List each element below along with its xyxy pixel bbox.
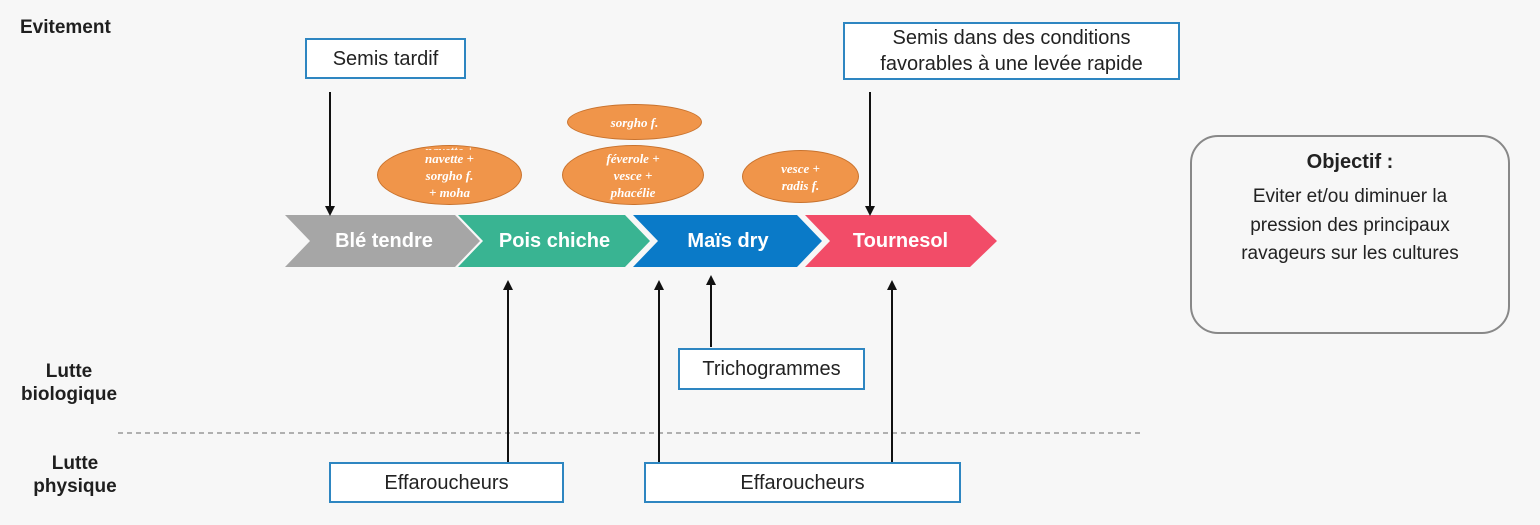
effaroucheurs-box-2: Effaroucheurs: [644, 462, 961, 503]
cover-ble-line2: navette +: [425, 151, 474, 166]
cover-mais-line2: radis f.: [781, 177, 820, 193]
trichogrammes-box: Trichogrammes: [678, 348, 865, 390]
row-label-lutte-physique-line1: Lutte: [51, 453, 99, 474]
semis-conditions-line1: Semis dans des conditions: [892, 27, 1131, 49]
cover-oval-pois: féverole + vesce + phacélie: [562, 145, 704, 205]
cover-oval-ble: navette + navette + sorgho f. + moha: [377, 145, 522, 205]
cover-oval-mais: vesce + radis f.: [742, 150, 859, 203]
row-label-lutte-biologique: Lutte biologique: [14, 360, 124, 406]
crop-label-tournesol: Tournesol: [852, 229, 949, 252]
cover-ble-line3: sorgho f.: [425, 168, 474, 183]
cover-ble-line4: + moha: [429, 185, 470, 200]
cover-pois-top-line1: sorgho f.: [610, 114, 659, 130]
cover-pois-line3: phacélie: [610, 184, 656, 200]
effaroucheurs-box-1: Effaroucheurs: [329, 462, 564, 503]
chevron-mais-dry: [633, 215, 822, 267]
cover-pois-line1: féverole +: [606, 150, 660, 166]
row-label-lutte-physique: Lutte physique: [20, 452, 130, 498]
cover-pois-line2: vesce +: [613, 167, 653, 183]
chevron-pois-chiche: [458, 215, 650, 267]
objectif-text: Eviter et/ou diminuer la pression des pr…: [1241, 186, 1459, 264]
chevron-ble-tendre: [285, 215, 480, 267]
crop-label-ble-tendre: Blé tendre: [335, 229, 433, 252]
cover-mais-line1: vesce +: [781, 160, 820, 176]
semis-conditions-line2: favorables à une levée rapide: [880, 53, 1143, 75]
objectif-title: Objectif :: [1306, 151, 1394, 173]
crop-label-mais-dry: Maïs dry: [687, 229, 769, 252]
cover-ble-line1: navette +: [425, 146, 474, 150]
cover-oval-pois-top: sorgho f.: [567, 104, 702, 140]
row-label-evitement: Evitement: [20, 17, 111, 38]
crop-label-pois-chiche: Pois chiche: [498, 229, 611, 252]
objectif-panel: Objectif : Eviter et/ou diminuer la pres…: [1190, 135, 1510, 334]
semis-conditions-box: Semis dans des conditions favorables à u…: [843, 22, 1180, 80]
row-label-lutte-physique-line2: physique: [33, 476, 117, 497]
chevron-tournesol: [805, 215, 997, 267]
row-label-lutte-biologique-line2: biologique: [20, 384, 118, 405]
semis-tardif-box: Semis tardif: [305, 38, 466, 79]
row-label-lutte-biologique-line1: Lutte: [45, 361, 93, 382]
